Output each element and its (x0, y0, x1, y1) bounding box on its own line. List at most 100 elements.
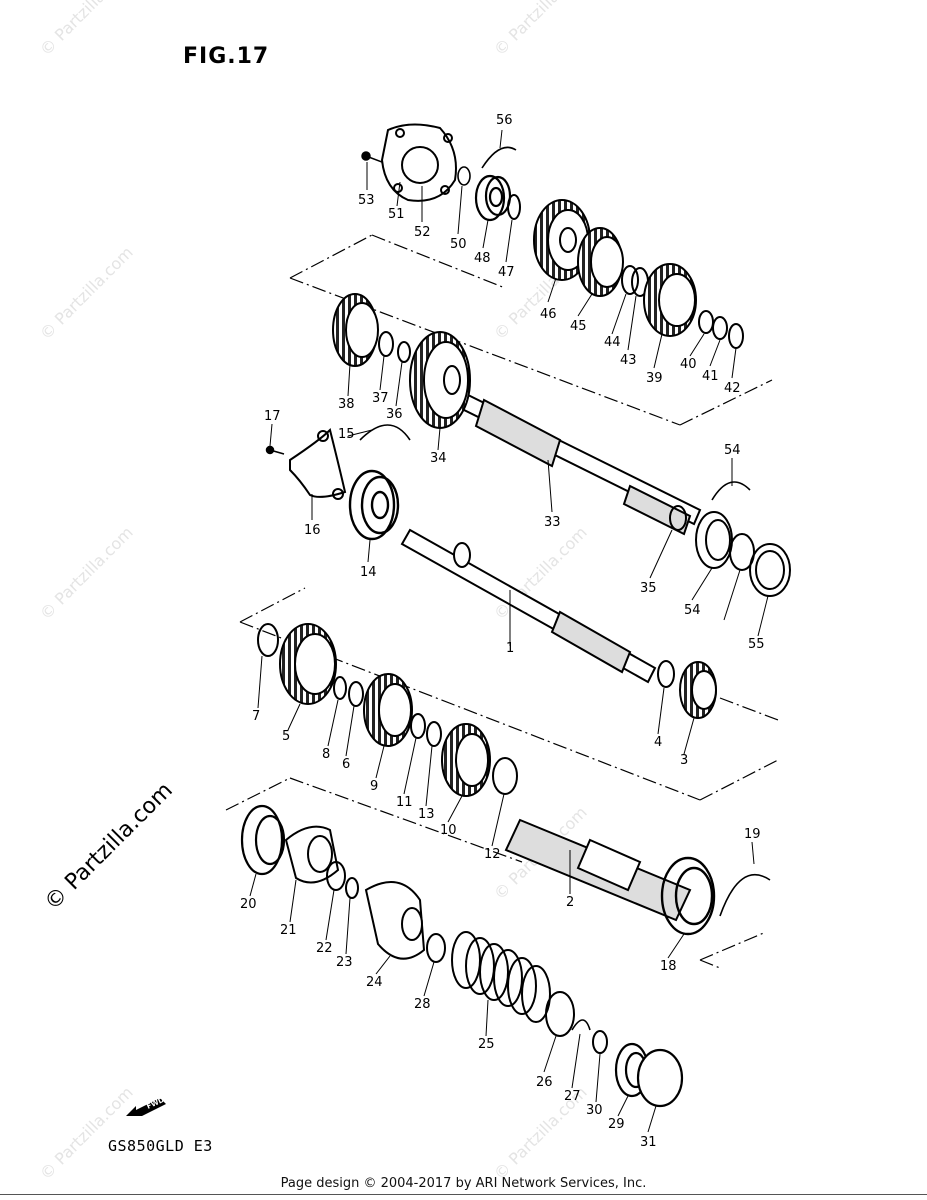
washer-4 (657, 660, 675, 688)
callout-55: 55 (748, 637, 765, 652)
callout-51: 52 (414, 225, 431, 240)
circlip-54 (711, 481, 751, 501)
gear-33 (409, 331, 471, 429)
callout-41: 42 (724, 381, 741, 396)
page-footer: Page design © 2004-2017 by ARI Network S… (280, 1176, 647, 1191)
callout-28: 28 (414, 997, 431, 1012)
bearing-53 (695, 511, 733, 569)
callout-3: 3 (680, 753, 688, 768)
callout-labels: 56 53 51 52 50 48 47 46 45 44 43 39 40 4… (240, 113, 765, 1150)
forward-arrow-icon: FWD (126, 1096, 166, 1116)
callout-16: 16 (304, 523, 321, 538)
gear-37 (332, 293, 379, 367)
washer-46 (507, 194, 521, 220)
callout-13: 13 (418, 807, 435, 822)
washer-22-23 (326, 861, 359, 899)
callout-10: 10 (440, 823, 457, 838)
callout-7: 7 (252, 709, 260, 724)
callout-54: 54 (724, 443, 741, 458)
clutch-plates-25 (451, 931, 551, 1023)
callout-43: 44 (604, 335, 621, 350)
callout-31: 31 (640, 1135, 657, 1150)
gear-5 (279, 623, 337, 705)
callout-52: 53 (358, 193, 375, 208)
callout-32: 33 (544, 515, 561, 530)
callout-46: 47 (498, 265, 515, 280)
callout-33: 34 (430, 451, 447, 466)
circlip-49 (457, 166, 471, 186)
callout-44: 45 (570, 319, 587, 334)
circlip-48 (481, 146, 517, 169)
callout-40: 41 (702, 369, 719, 384)
bearing-retainer-16 (289, 428, 347, 500)
gear-3 (679, 661, 717, 719)
callout-12: 12 (484, 847, 501, 862)
washer-30 (592, 1030, 608, 1054)
callout-38: 39 (646, 371, 663, 386)
callout-37: 38 (338, 397, 355, 412)
washer-39-40-41 (698, 310, 744, 349)
group-boundary-countershaft (289, 234, 773, 426)
screw-52 (361, 151, 383, 163)
callout-34: 35 (640, 581, 657, 596)
gear-44 (577, 227, 624, 297)
pressure-plate-26 (545, 991, 575, 1037)
callout-8: 8 (322, 747, 330, 762)
circlip-19 (719, 874, 771, 917)
thrust-washer-20 (240, 804, 286, 876)
callout-48: 56 (496, 113, 513, 128)
callout-50: 51 (388, 207, 405, 222)
callout-11: 11 (396, 795, 413, 810)
callout-53: 54 (684, 603, 701, 618)
leader-lines (249, 129, 769, 1133)
bearing-retainer-plate (380, 123, 457, 202)
circlip-15 (359, 424, 411, 441)
callout-20: 20 (240, 897, 257, 912)
mainshaft-2 (504, 818, 692, 922)
primary-gear-21 (284, 825, 340, 884)
bearing-14 (348, 469, 400, 541)
callout-23: 23 (336, 955, 353, 970)
model-code: GS850GLD E3 (108, 1137, 213, 1155)
callout-27: 27 (564, 1089, 581, 1104)
callout-45: 46 (540, 307, 557, 322)
callout-42: 43 (620, 353, 637, 368)
bushing-7 (257, 623, 279, 657)
callout-24: 24 (366, 975, 383, 990)
callout-39: 40 (680, 357, 697, 372)
oil-seal-55 (749, 543, 791, 597)
driveshaft-1 (400, 528, 657, 684)
figure-title: FIG.17 (183, 44, 270, 69)
callout-9: 9 (370, 779, 378, 794)
bushing-56 (729, 533, 755, 571)
callout-6: 6 (342, 757, 350, 772)
callout-35: 36 (386, 407, 403, 422)
clutch-hub-24 (364, 881, 426, 960)
group-boundary-clutch (225, 777, 767, 969)
callout-14: 14 (360, 565, 377, 580)
washer-8-6 (333, 676, 364, 707)
washer-11-13 (410, 713, 442, 747)
callout-29: 29 (608, 1117, 625, 1132)
washer-34 (669, 505, 687, 531)
cap-31 (636, 1048, 684, 1108)
callout-36: 37 (372, 391, 389, 406)
callout-49: 50 (450, 237, 467, 252)
bushing-12 (492, 757, 518, 795)
washer-35-36 (378, 331, 411, 363)
gear-10 (441, 723, 491, 797)
bushing-28 (426, 933, 446, 963)
gear-38 (643, 263, 697, 337)
callout-15: 15 (338, 427, 355, 442)
screw-17 (265, 445, 285, 455)
bearing-18 (660, 856, 716, 936)
callout-30: 30 (586, 1103, 603, 1118)
bearing-47 (474, 174, 512, 222)
footer-divider (0, 1194, 927, 1195)
callout-2: 2 (566, 895, 574, 910)
callout-47: 48 (474, 251, 491, 266)
callout-26: 26 (536, 1075, 553, 1090)
callout-22: 22 (316, 941, 333, 956)
callout-5: 5 (282, 729, 290, 744)
